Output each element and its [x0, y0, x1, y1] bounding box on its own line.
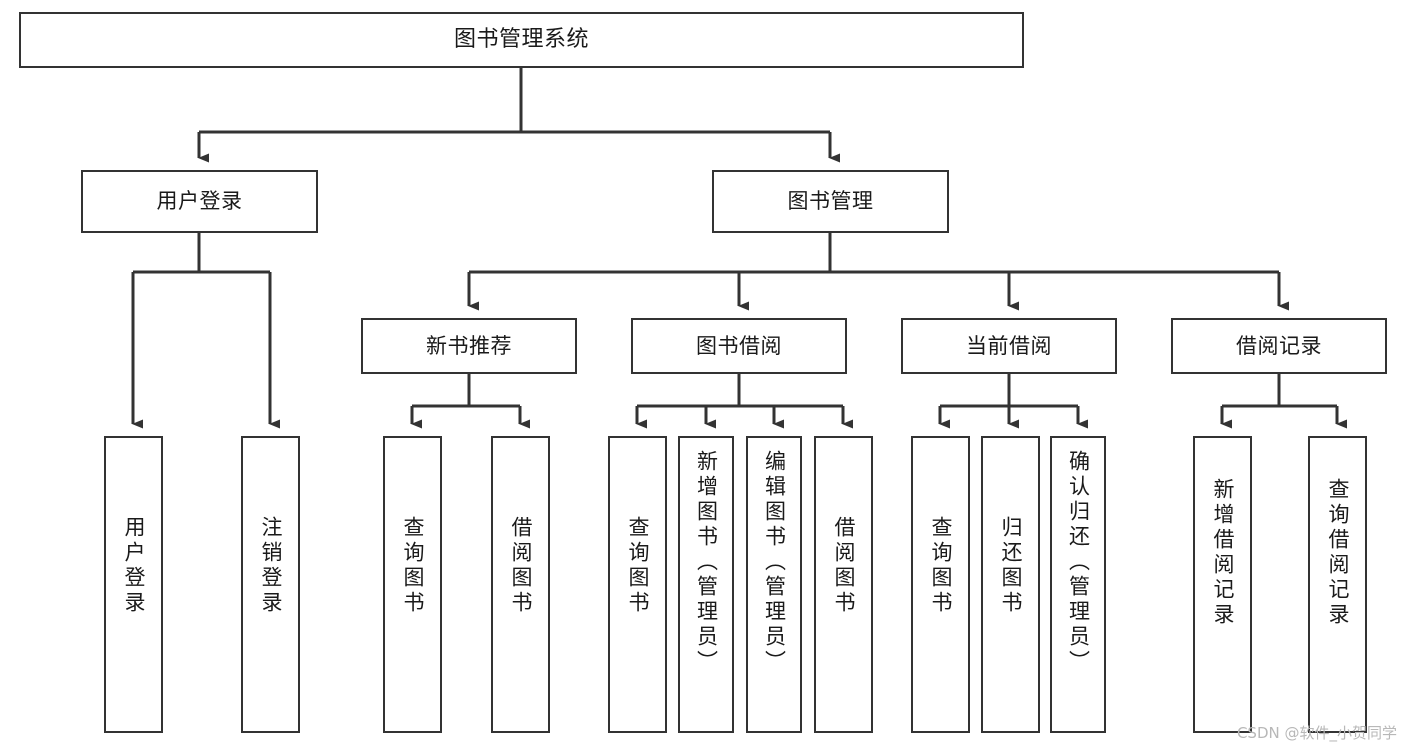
node-book-borrow[interactable]: 图书借阅: [631, 318, 847, 374]
node-leaf-return-book[interactable]: 归还图书: [981, 436, 1040, 733]
node-new-book-recommend[interactable]: 新书推荐: [361, 318, 577, 374]
node-label: 查询图书: [626, 516, 650, 616]
node-leaf-add-book-admin[interactable]: 新增图书（管理员）: [678, 436, 734, 733]
node-label: 借阅图书: [509, 516, 533, 616]
node-leaf-add-borrow-record[interactable]: 新增借阅记录: [1193, 436, 1252, 733]
node-leaf-query-borrow-record[interactable]: 查询借阅记录: [1308, 436, 1367, 733]
node-leaf-confirm-return-admin[interactable]: 确认归还（管理员）: [1050, 436, 1106, 733]
node-label: 用户登录: [122, 516, 146, 616]
node-label: 图书管理系统: [453, 27, 589, 53]
node-label: 借阅图书: [832, 516, 856, 616]
node-leaf-user-logout[interactable]: 注销登录: [241, 436, 300, 733]
node-label: 查询图书: [401, 516, 425, 616]
node-label: 用户登录: [156, 189, 243, 214]
node-label: 查询图书: [929, 516, 953, 616]
node-leaf-user-login[interactable]: 用户登录: [104, 436, 163, 733]
node-label: 当前借阅: [966, 333, 1052, 358]
node-leaf-query-book-borrow[interactable]: 查询图书: [608, 436, 667, 733]
node-leaf-edit-book-admin[interactable]: 编辑图书（管理员）: [746, 436, 802, 733]
watermark-text: CSDN @软件_小贺同学: [1236, 724, 1397, 742]
node-label: 图书管理: [787, 189, 874, 214]
node-user-login[interactable]: 用户登录: [81, 170, 318, 233]
node-label: 图书借阅: [696, 333, 782, 358]
node-label: 注销登录: [259, 516, 283, 616]
node-label: 确认归还（管理员）: [1066, 450, 1091, 675]
node-leaf-borrow-book-recommend[interactable]: 借阅图书: [491, 436, 550, 733]
node-borrow-record[interactable]: 借阅记录: [1171, 318, 1387, 374]
node-label: 归还图书: [999, 516, 1023, 616]
node-leaf-borrow-book[interactable]: 借阅图书: [814, 436, 873, 733]
node-label: 新书推荐: [426, 333, 512, 358]
node-leaf-query-book-current[interactable]: 查询图书: [911, 436, 970, 733]
node-label: 编辑图书（管理员）: [762, 450, 787, 675]
node-leaf-query-book-recommend[interactable]: 查询图书: [383, 436, 442, 733]
node-label: 新增图书（管理员）: [694, 450, 719, 675]
node-book-management[interactable]: 图书管理: [712, 170, 949, 233]
node-label: 新增借阅记录: [1211, 478, 1235, 628]
node-root-book-management-system[interactable]: 图书管理系统: [19, 12, 1024, 68]
node-label: 查询借阅记录: [1326, 478, 1350, 628]
node-label: 借阅记录: [1236, 333, 1322, 358]
node-current-borrow[interactable]: 当前借阅: [901, 318, 1117, 374]
